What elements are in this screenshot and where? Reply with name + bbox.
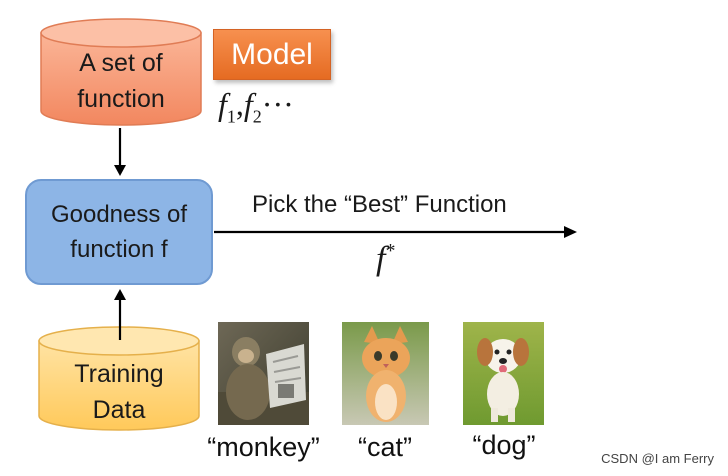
best-function-superscript: *	[385, 240, 395, 262]
model-badge: Model	[213, 29, 331, 80]
function-set-label-line2: function	[41, 81, 201, 117]
kitten-photo	[342, 322, 429, 425]
puppy-photo	[463, 322, 544, 425]
training-data-label: Training Data	[39, 356, 199, 428]
pick-best-label: Pick the “Best” Function	[252, 191, 507, 219]
function-subscript-1: 1	[227, 106, 236, 126]
training-data-label-line2: Data	[39, 392, 199, 428]
goodness-label-line1: Goodness of	[25, 197, 213, 232]
function-symbol: f	[218, 86, 227, 122]
arrow-functions-to-goodness	[114, 128, 126, 176]
function-set-label-line1: A set of	[41, 45, 201, 81]
function-set-label: A set of function	[41, 45, 201, 117]
best-function-formula: f*	[376, 240, 395, 278]
caption-dog: “dog”	[460, 430, 548, 461]
monkey-photo	[218, 322, 309, 425]
goodness-of-function-label: Goodness of function f	[25, 197, 213, 267]
function-symbol-2: f	[244, 86, 253, 122]
goodness-label-line2: function f	[25, 232, 213, 267]
watermark: CSDN @I am Ferry	[601, 451, 714, 466]
function-subscript-2: 2	[253, 106, 262, 126]
function-list-formula: f1,f2···	[218, 86, 294, 127]
caption-monkey: “monkey”	[196, 432, 331, 463]
function-ellipsis: ···	[262, 86, 294, 122]
function-separator: ,	[236, 86, 244, 122]
arrow-pick-best	[214, 226, 577, 238]
caption-cat: “cat”	[345, 432, 425, 463]
training-data-label-line1: Training	[39, 356, 199, 392]
